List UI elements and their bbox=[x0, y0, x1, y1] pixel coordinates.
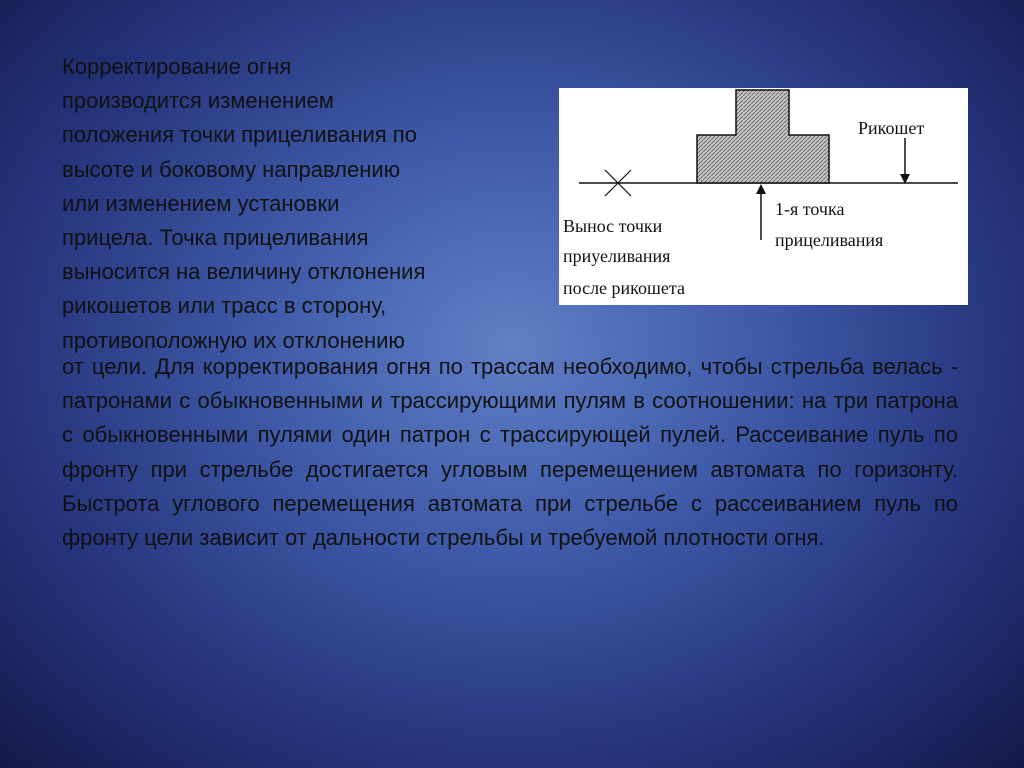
text-line: производится изменением bbox=[62, 88, 334, 114]
text-line: выносится на величину отклонения bbox=[62, 259, 426, 285]
cross-marker bbox=[604, 169, 632, 197]
text-line: положения точки прицеливания по bbox=[62, 122, 417, 148]
body-paragraph: от цели. Для корректирования огня по тра… bbox=[62, 354, 958, 551]
label-aim-point-1: 1-я точка bbox=[775, 199, 844, 219]
label-shift-1: Вынос точки bbox=[563, 216, 663, 236]
text-line: высоте и боковому направлению bbox=[62, 156, 401, 182]
ricochet-arrow bbox=[900, 138, 910, 184]
text-line: прицела. Точка прицеливания bbox=[62, 225, 369, 251]
text-line: Корректирование огня bbox=[62, 54, 292, 79]
label-aim-point-2: прицеливания bbox=[775, 230, 883, 250]
label-shift-2: приуеливания bbox=[563, 246, 670, 266]
label-shift-3: после рикошета bbox=[563, 278, 685, 298]
text-line: противоположную их отклонению bbox=[62, 327, 405, 353]
ricochet-diagram-svg: Рикошет 1-я точка прицеливания Вынос точ… bbox=[563, 89, 958, 298]
ricochet-diagram: Рикошет 1-я точка прицеливания Вынос точ… bbox=[559, 88, 968, 305]
intro-text: Корректирование огня производится измене… bbox=[62, 50, 532, 358]
aim-point-arrow bbox=[756, 184, 766, 240]
text-line: рикошетов или трасс в сторону, bbox=[62, 293, 387, 319]
target-silhouette bbox=[696, 89, 830, 184]
text-line: или изменением установки bbox=[62, 190, 340, 216]
label-ricochet: Рикошет bbox=[858, 118, 924, 138]
